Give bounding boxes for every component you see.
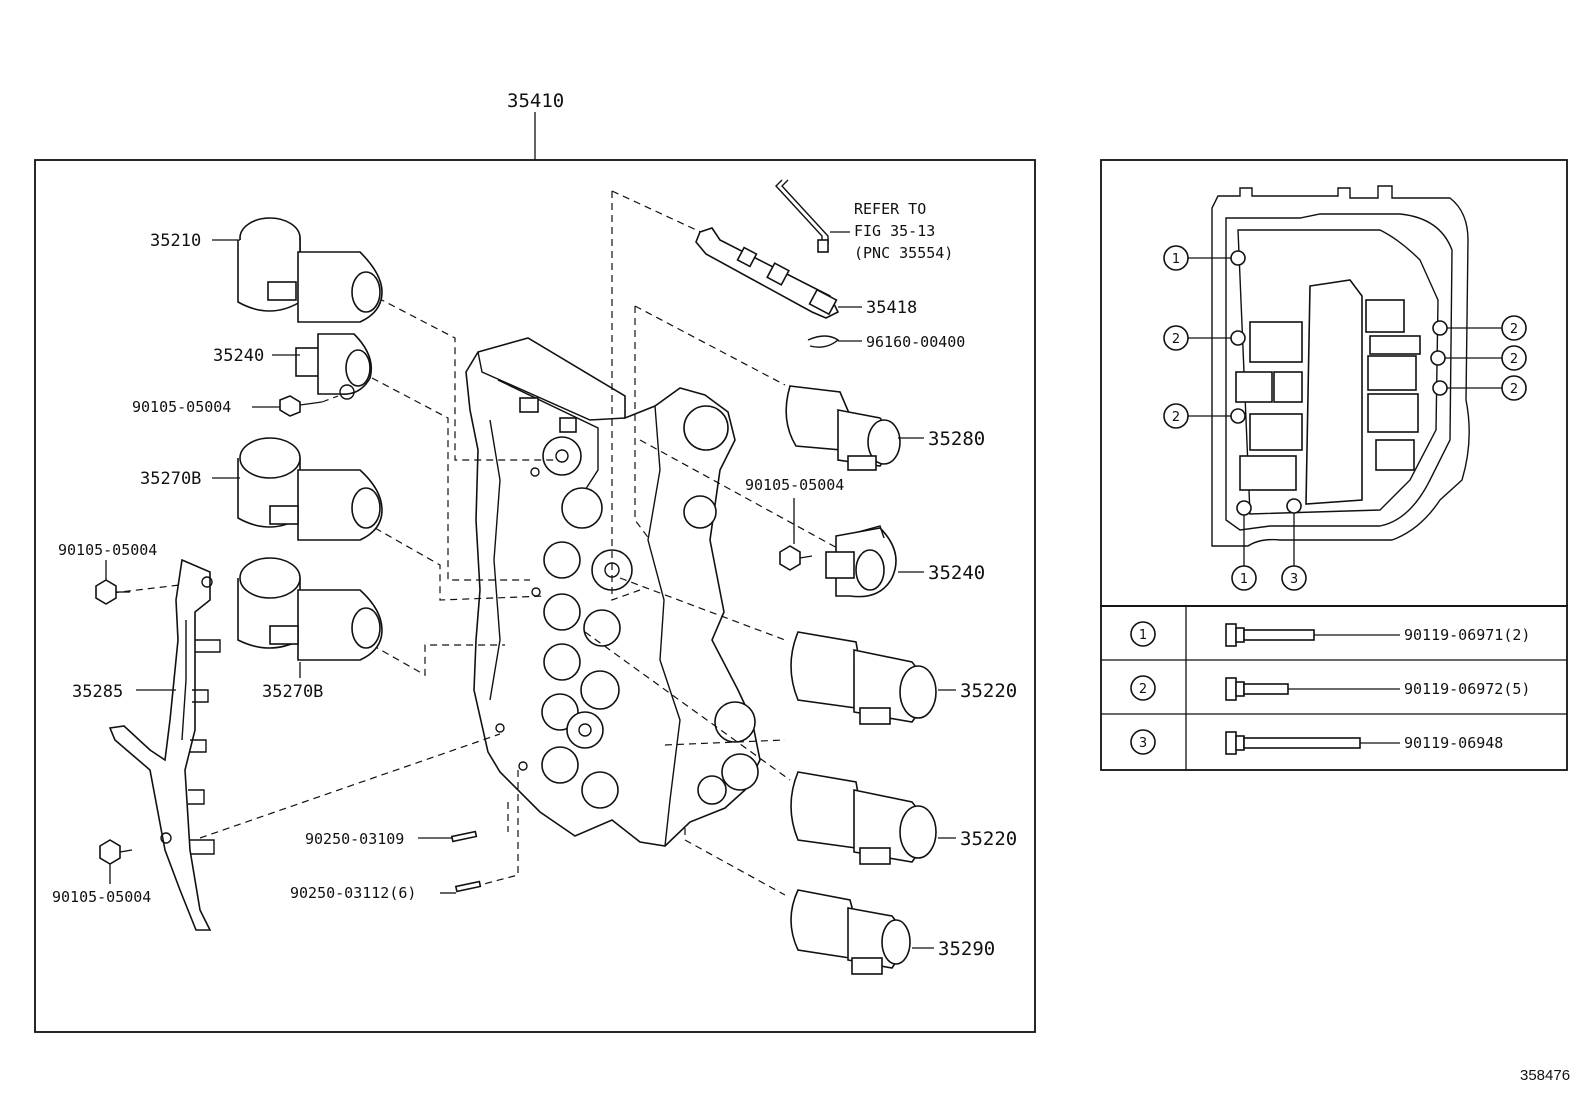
marker-right-1: 2 <box>1501 315 1527 341</box>
svg-text:3: 3 <box>1139 736 1147 751</box>
marker-right-3: 2 <box>1501 375 1527 401</box>
bolt-90105-c <box>99 839 133 865</box>
solenoid-35220-b <box>790 771 937 865</box>
pin-90250-b <box>454 880 482 893</box>
bolt-90105-d <box>779 545 813 571</box>
sensor-35240-top <box>295 333 373 400</box>
marker-left-1: 1 <box>1163 245 1189 271</box>
solenoid-35220-a <box>790 631 937 725</box>
svg-text:2: 2 <box>1510 382 1518 397</box>
marker-left-2: 2 <box>1163 325 1189 351</box>
figure-number: 358476 <box>1520 1067 1570 1084</box>
label-35290: 35290 <box>938 938 995 960</box>
valve-body <box>465 337 761 847</box>
bolt-table <box>1100 605 1568 771</box>
label-35285: 35285 <box>72 682 123 702</box>
inset-leaders <box>1188 257 1502 566</box>
label-35270b-a: 35270B <box>140 469 201 489</box>
label-35410: 35410 <box>507 90 564 112</box>
refer-wire <box>775 179 829 253</box>
label-90105-b: 90105-05004 <box>58 541 157 559</box>
svg-text:2: 2 <box>1510 322 1518 337</box>
label-35240-top: 35240 <box>213 346 264 366</box>
label-35418: 35418 <box>866 298 917 318</box>
marker-bottom-2: 3 <box>1281 565 1307 591</box>
refer-note-line-3: (PNC 35554) <box>854 244 953 262</box>
solenoid-35270b-a <box>237 437 383 541</box>
bolt-icon <box>1225 731 1361 755</box>
label-96160: 96160-00400 <box>866 333 965 351</box>
solenoid-35270b-b <box>237 557 383 661</box>
label-90250-b: 90250-03112(6) <box>290 884 416 902</box>
label-35220-a: 35220 <box>960 680 1017 702</box>
inset-valve-body-outline <box>1211 185 1470 547</box>
marker-bottom-1: 1 <box>1231 565 1257 591</box>
solenoid-35280 <box>785 385 901 471</box>
svg-text:2: 2 <box>1172 410 1180 425</box>
solenoid-35210 <box>237 217 383 323</box>
bolt-part-number: 90119-06948 <box>1404 734 1503 752</box>
solenoid-35290 <box>790 889 911 975</box>
label-35270b-b: 35270B <box>262 682 323 702</box>
refer-note-line-2: FIG 35-13 <box>854 222 935 240</box>
svg-text:2: 2 <box>1172 332 1180 347</box>
bolt-icon <box>1225 623 1315 647</box>
marker-left-3: 2 <box>1163 403 1189 429</box>
bolt-table-row-2: 2 90119-06972(5) <box>1130 675 1530 701</box>
bolt-part-number: 90119-06971(2) <box>1404 626 1530 644</box>
valve-35418 <box>695 227 840 319</box>
wire-bracket-35285 <box>108 558 221 931</box>
label-35240-right: 35240 <box>928 562 985 584</box>
label-90105-d: 90105-05004 <box>745 476 844 494</box>
bolt-90105-a <box>279 395 339 417</box>
label-90105-c: 90105-05004 <box>52 888 151 906</box>
svg-text:2: 2 <box>1510 352 1518 367</box>
svg-text:1: 1 <box>1240 572 1248 587</box>
bolt-table-row-1: 1 90119-06971(2) <box>1130 621 1530 647</box>
svg-text:3: 3 <box>1290 572 1298 587</box>
label-35280: 35280 <box>928 428 985 450</box>
refer-note-line-1: REFER TO <box>854 200 926 218</box>
label-35220-b: 35220 <box>960 828 1017 850</box>
label-35210: 35210 <box>150 231 201 251</box>
bolt-table-row-3: 3 90119-06948 <box>1130 729 1503 755</box>
bolt-90105-b <box>95 579 130 605</box>
marker-right-2: 2 <box>1501 345 1527 371</box>
clip-96160 <box>807 335 840 348</box>
pin-90250-a <box>450 830 478 843</box>
svg-text:2: 2 <box>1139 682 1147 697</box>
svg-text:1: 1 <box>1172 252 1180 267</box>
bolt-part-number: 90119-06972(5) <box>1404 680 1530 698</box>
sensor-35240-right <box>825 525 897 598</box>
label-90105-a: 90105-05004 <box>132 398 231 416</box>
bolt-icon <box>1225 677 1289 701</box>
svg-text:1: 1 <box>1139 628 1147 643</box>
assembly-leaders <box>111 190 851 896</box>
label-90250-a: 90250-03109 <box>305 830 404 848</box>
